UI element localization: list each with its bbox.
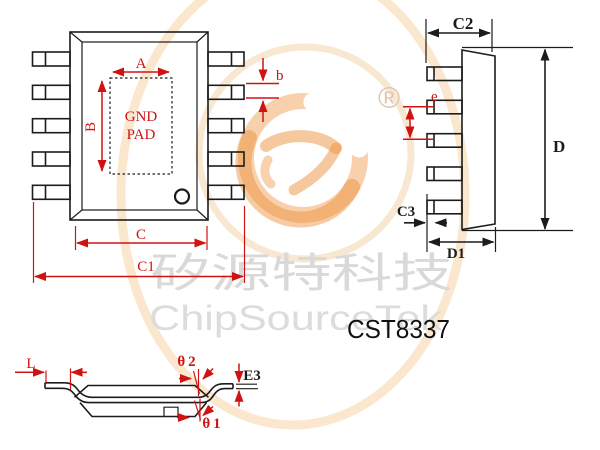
- svg-text:C1: C1: [137, 259, 155, 275]
- svg-text:A: A: [136, 56, 147, 72]
- part-number: CST8337: [347, 314, 450, 344]
- top-view: GND PAD A B b C: [31, 31, 284, 283]
- svg-text:C3: C3: [397, 204, 415, 220]
- dimension-C: C: [74, 226, 208, 250]
- dimension-A: A: [112, 56, 170, 77]
- watermark-outer-circle: [195, 43, 415, 263]
- lead-frame-top-line: [45, 382, 233, 399]
- dimension-B: B: [83, 80, 107, 172]
- dimension-b: b: [246, 58, 284, 122]
- svg-text:θ2: θ2: [177, 354, 198, 370]
- exposed-gnd-pad-outline: [109, 77, 173, 175]
- e3-extension-lines: [236, 383, 258, 390]
- package-body-inner-outline: [81, 41, 198, 211]
- company-logo-icon: [235, 92, 369, 228]
- bottom-notch: [163, 406, 179, 417]
- left-pins: [31, 51, 71, 201]
- svg-text:L: L: [26, 356, 35, 372]
- dimension-E3: E3: [234, 363, 261, 407]
- watermark-chinese-text: 矽源特科技: [150, 250, 453, 296]
- right-pins: [207, 51, 245, 201]
- dimension-C3: C3: [397, 204, 447, 228]
- front-view: L θ2 θ1 E3: [15, 354, 261, 432]
- body-upper-profile: [73, 384, 210, 398]
- lead-frame-bottom-line: [45, 387, 233, 404]
- svg-text:C2: C2: [453, 14, 474, 33]
- svg-text:D: D: [553, 137, 565, 156]
- dimension-C1: C1: [32, 202, 246, 283]
- dimension-D: D: [540, 48, 565, 230]
- svg-text:D1: D1: [447, 246, 465, 262]
- watermark-english-text: ChipSourceTek: [149, 299, 443, 338]
- svg-text:b: b: [276, 68, 284, 84]
- body-lower-profile: [79, 402, 208, 418]
- dimension-C2: C2: [425, 14, 493, 63]
- lead-tips: [44, 382, 234, 389]
- svg-text:E3: E3: [243, 368, 261, 384]
- watermark-large-arc: [116, 0, 470, 430]
- registered-trademark-icon: ®: [378, 82, 400, 115]
- svg-text:B: B: [83, 122, 99, 132]
- svg-text:e: e: [431, 89, 438, 105]
- dimension-D1: D1: [426, 194, 497, 262]
- dimension-theta2: θ2: [177, 354, 214, 396]
- body-corner-bevels: [69, 31, 209, 221]
- dimension-L: L: [15, 356, 87, 390]
- dimension-theta1: θ1: [177, 398, 223, 432]
- svg-text:θ1: θ1: [202, 416, 223, 432]
- gnd-pad-label-line1: GND: [125, 109, 158, 125]
- svg-text:C: C: [136, 227, 146, 243]
- dimension-e: e: [403, 89, 438, 141]
- side-pins: [426, 66, 463, 215]
- side-view: C2 e D C3 D1: [397, 14, 573, 262]
- pin1-index-marker: [173, 188, 191, 205]
- gnd-pad-label-line2: PAD: [127, 127, 156, 143]
